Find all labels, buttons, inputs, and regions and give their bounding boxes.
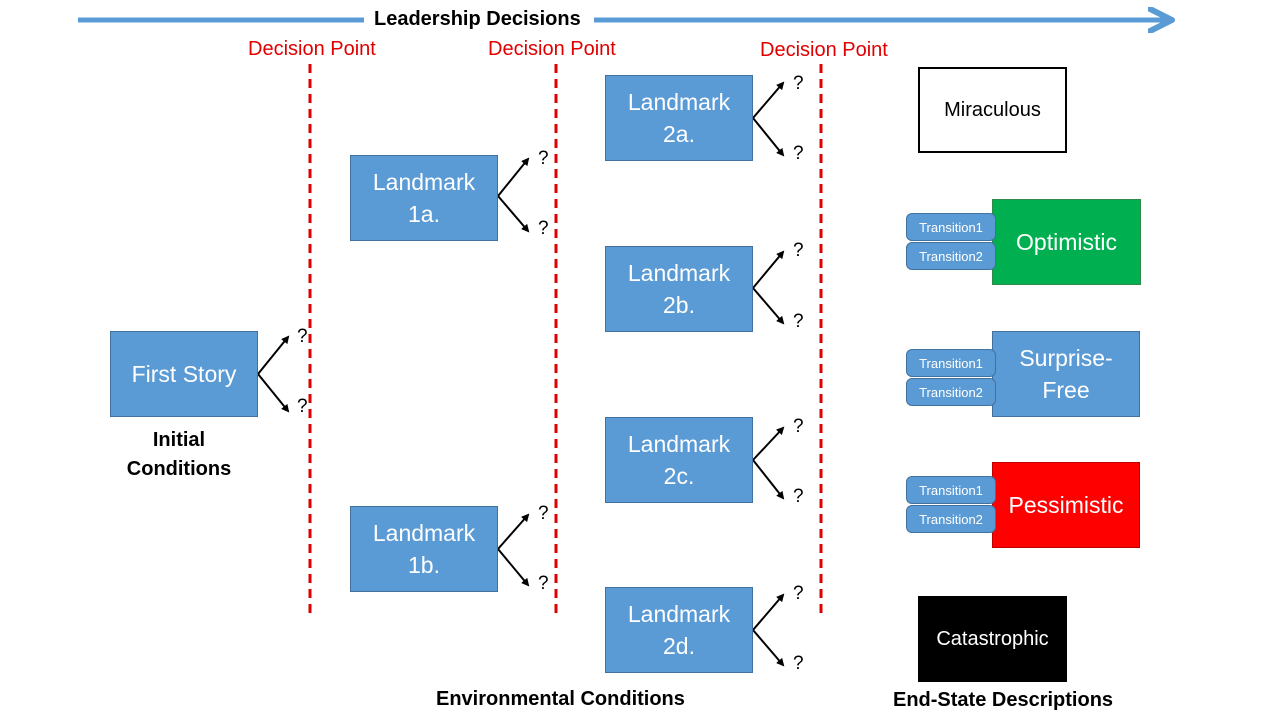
landmark-2b-line2: 2b. <box>663 292 695 318</box>
question-mark: ? <box>793 486 804 507</box>
landmark-1b-box: Landmark 1b. <box>350 506 498 592</box>
question-mark: ? <box>793 143 804 164</box>
question-mark: ? <box>793 653 804 674</box>
landmark-2d-box: Landmark 2d. <box>605 587 753 673</box>
question-mark: ? <box>538 573 549 594</box>
optimistic-label: Optimistic <box>1016 229 1117 255</box>
pessimistic-transition2-button[interactable]: Transition2 <box>906 505 996 533</box>
decision-point-label-1: Decision Point <box>248 38 376 60</box>
landmark-2a-line1: Landmark <box>627 89 731 115</box>
landmark-2b-box: Landmark 2b. <box>605 246 753 332</box>
landmark-2b-line1: Landmark <box>627 260 731 286</box>
pessimistic-label: Pessimistic <box>1008 492 1124 518</box>
miraculous-label: Miraculous <box>944 99 1041 121</box>
end-state-miraculous: Miraculous <box>918 67 1067 153</box>
surprise-free-line1: Surprise- <box>1019 345 1113 371</box>
question-mark: ? <box>538 218 549 239</box>
question-mark: ? <box>538 503 549 524</box>
end-state-pessimistic: Pessimistic <box>992 462 1140 548</box>
question-mark: ? <box>793 311 804 332</box>
decision-point-label-2: Decision Point <box>488 38 616 60</box>
landmark-1b-line2: 1b. <box>408 552 440 578</box>
question-mark: ? <box>793 240 804 261</box>
landmark-2a-box: Landmark 2a. <box>605 75 753 161</box>
optimistic-transition2-button[interactable]: Transition2 <box>906 242 996 270</box>
landmark-2a-line2: 2a. <box>663 121 695 147</box>
landmark-2c-line2: 2c. <box>663 463 695 489</box>
initial-conditions-line1: Initial <box>152 429 206 451</box>
landmark-1a-box: Landmark 1a. <box>350 155 498 241</box>
question-mark: ? <box>793 416 804 437</box>
first-story-box: First Story <box>110 331 258 417</box>
landmark-2d-line1: Landmark <box>627 601 731 627</box>
question-mark: ? <box>538 148 549 169</box>
decision-point-label-3: Decision Point <box>760 39 888 61</box>
landmark-2d-line2: 2d. <box>663 633 695 659</box>
landmark-2c-line1: Landmark <box>627 431 731 457</box>
first-story-label: First Story <box>131 361 237 387</box>
landmark-1b-line1: Landmark <box>372 520 476 546</box>
question-mark: ? <box>297 326 308 347</box>
question-mark: ? <box>297 396 308 417</box>
end-state-descriptions-caption: End-State Descriptions <box>893 689 1114 711</box>
pessimistic-transition1-button[interactable]: Transition1 <box>906 476 996 504</box>
surprise-free-line2: Free <box>1042 377 1090 403</box>
initial-conditions-line2: Conditions <box>126 458 232 480</box>
surprise-free-transition1-button[interactable]: Transition1 <box>906 349 996 377</box>
end-state-optimistic: Optimistic <box>992 199 1141 285</box>
surprise-free-transition2-button[interactable]: Transition2 <box>906 378 996 406</box>
question-mark: ? <box>793 583 804 604</box>
end-state-surprise-free: Surprise- Free <box>992 331 1140 417</box>
environmental-conditions-caption: Environmental Conditions <box>436 688 685 710</box>
landmark-1a-line2: 1a. <box>408 201 440 227</box>
end-state-catastrophic: Catastrophic <box>918 596 1067 682</box>
question-mark: ? <box>793 73 804 94</box>
catastrophic-label: Catastrophic <box>936 628 1049 650</box>
leadership-decisions-title: Leadership Decisions <box>374 8 581 30</box>
optimistic-transition1-button[interactable]: Transition1 <box>906 213 996 241</box>
landmark-1a-line1: Landmark <box>372 169 476 195</box>
landmark-2c-box: Landmark 2c. <box>605 417 753 503</box>
initial-conditions-caption: Initial Conditions <box>120 426 238 484</box>
